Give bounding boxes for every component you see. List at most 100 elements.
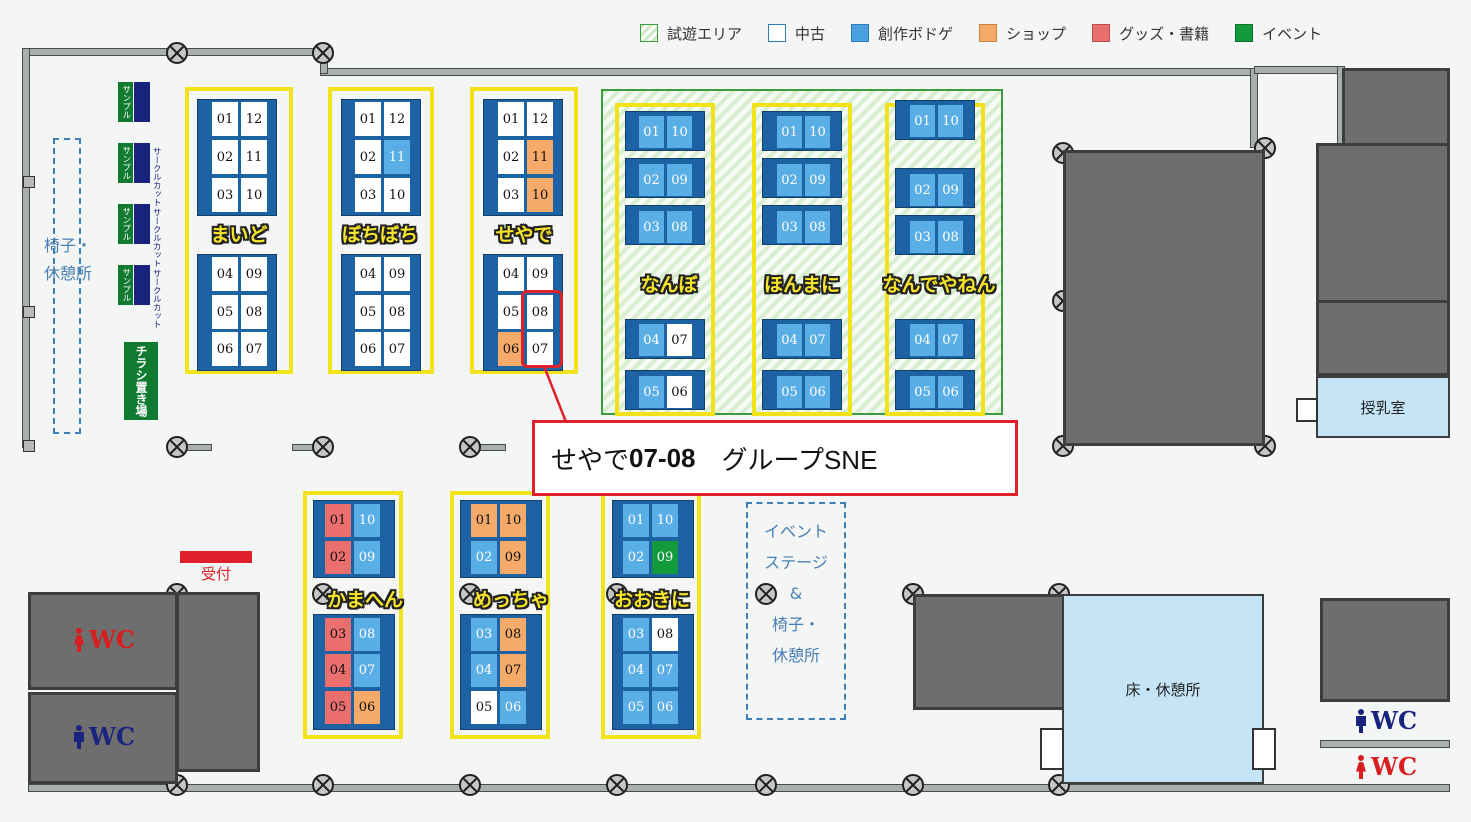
booth-ほんまに-07[interactable]: 07 [804, 323, 831, 357]
booth-ぼちぼち-09[interactable]: 09 [383, 256, 411, 292]
booth-なんぼ-08[interactable]: 08 [666, 210, 693, 244]
booth-おおきに-05[interactable]: 05 [622, 690, 650, 725]
booth-ぼちぼち-10[interactable]: 10 [383, 177, 411, 213]
booth-ほんまに-06[interactable]: 06 [804, 375, 831, 409]
booth-まいど-02[interactable]: 02 [211, 139, 239, 175]
booth-なんぼ-05[interactable]: 05 [638, 375, 665, 409]
booth-なんでやねん-10[interactable]: 10 [937, 104, 964, 138]
booth-せやで-08[interactable]: 08 [526, 294, 554, 330]
booth-まいど-12[interactable]: 12 [240, 101, 268, 137]
booth-せやで-03[interactable]: 03 [497, 177, 525, 213]
booth-まいど-09[interactable]: 09 [240, 256, 268, 292]
booth-ほんまに-10[interactable]: 10 [804, 115, 831, 149]
booth-せやで-12[interactable]: 12 [526, 101, 554, 137]
booth-めっちゃ-02[interactable]: 02 [470, 540, 498, 575]
booth-せやで-09[interactable]: 09 [526, 256, 554, 292]
booth-めっちゃ-07[interactable]: 07 [499, 653, 527, 688]
booth-せやで-11[interactable]: 11 [526, 139, 554, 175]
booth-めっちゃ-01[interactable]: 01 [470, 503, 498, 538]
booth-ほんまに-09[interactable]: 09 [804, 163, 831, 197]
booth-なんぼ-10[interactable]: 10 [666, 115, 693, 149]
booth-まいど-08[interactable]: 08 [240, 294, 268, 330]
booth-ぼちぼち-02[interactable]: 02 [354, 139, 382, 175]
booth-おおきに-09[interactable]: 09 [651, 540, 679, 575]
sample-table[interactable]: サンプル [118, 143, 133, 183]
booth-なんぼ-09[interactable]: 09 [666, 163, 693, 197]
booth-ほんまに-03[interactable]: 03 [776, 210, 803, 244]
booth-せやで-07[interactable]: 07 [526, 331, 554, 367]
booth-なんでやねん-04[interactable]: 04 [909, 323, 936, 357]
booth-ぼちぼち-04[interactable]: 04 [354, 256, 382, 292]
booth-めっちゃ-06[interactable]: 06 [499, 690, 527, 725]
booth-おおきに-06[interactable]: 06 [651, 690, 679, 725]
booth-まいど-07[interactable]: 07 [240, 331, 268, 367]
booth-かまへん-07[interactable]: 07 [353, 653, 381, 688]
booth-せやで-01[interactable]: 01 [497, 101, 525, 137]
booth-かまへん-06[interactable]: 06 [353, 690, 381, 725]
booth-まいど-05[interactable]: 05 [211, 294, 239, 330]
booth-せやで-10[interactable]: 10 [526, 177, 554, 213]
booth-かまへん-08[interactable]: 08 [353, 617, 381, 652]
booth-おおきに-02[interactable]: 02 [622, 540, 650, 575]
booth-ほんまに-02[interactable]: 02 [776, 163, 803, 197]
booth-なんぼ-01[interactable]: 01 [638, 115, 665, 149]
floor-rest-area[interactable]: 床・休憩所 [1062, 594, 1264, 784]
booth-ほんまに-01[interactable]: 01 [776, 115, 803, 149]
booth-まいど-01[interactable]: 01 [211, 101, 239, 137]
sample-table[interactable]: サンプル [118, 82, 133, 122]
booth-なんでやねん-08[interactable]: 08 [937, 220, 964, 254]
highlight-booth[interactable] [521, 290, 563, 368]
circle-cut-table[interactable] [134, 82, 150, 122]
booth-おおきに-03[interactable]: 03 [622, 617, 650, 652]
booth-なんぼ-07[interactable]: 07 [666, 323, 693, 357]
booth-なんでやねん-07[interactable]: 07 [937, 323, 964, 357]
booth-ぼちぼち-03[interactable]: 03 [354, 177, 382, 213]
booth-かまへん-02[interactable]: 02 [324, 540, 352, 575]
booth-めっちゃ-04[interactable]: 04 [470, 653, 498, 688]
booth-めっちゃ-08[interactable]: 08 [499, 617, 527, 652]
booth-まいど-04[interactable]: 04 [211, 256, 239, 292]
booth-ほんまに-08[interactable]: 08 [804, 210, 831, 244]
sample-table[interactable]: サンプル [118, 204, 133, 244]
booth-めっちゃ-09[interactable]: 09 [499, 540, 527, 575]
booth-まいど-10[interactable]: 10 [240, 177, 268, 213]
booth-めっちゃ-03[interactable]: 03 [470, 617, 498, 652]
booth-ぼちぼち-11[interactable]: 11 [383, 139, 411, 175]
booth-おおきに-10[interactable]: 10 [651, 503, 679, 538]
booth-ほんまに-05[interactable]: 05 [776, 375, 803, 409]
booth-ぼちぼち-07[interactable]: 07 [383, 331, 411, 367]
booth-かまへん-04[interactable]: 04 [324, 653, 352, 688]
booth-せやで-06[interactable]: 06 [497, 331, 525, 367]
booth-おおきに-07[interactable]: 07 [651, 653, 679, 688]
booth-なんでやねん-05[interactable]: 05 [909, 375, 936, 409]
booth-おおきに-04[interactable]: 04 [622, 653, 650, 688]
booth-せやで-02[interactable]: 02 [497, 139, 525, 175]
circle-cut-table[interactable] [134, 265, 150, 305]
booth-なんでやねん-01[interactable]: 01 [909, 104, 936, 138]
booth-ほんまに-04[interactable]: 04 [776, 323, 803, 357]
booth-callout[interactable]: せやで 07-08 グループSNE [532, 420, 1018, 496]
booth-ぼちぼち-05[interactable]: 05 [354, 294, 382, 330]
booth-なんでやねん-09[interactable]: 09 [937, 173, 964, 207]
booth-なんぼ-02[interactable]: 02 [638, 163, 665, 197]
booth-なんでやねん-02[interactable]: 02 [909, 173, 936, 207]
booth-まいど-06[interactable]: 06 [211, 331, 239, 367]
booth-せやで-05[interactable]: 05 [497, 294, 525, 330]
booth-かまへん-05[interactable]: 05 [324, 690, 352, 725]
booth-めっちゃ-10[interactable]: 10 [499, 503, 527, 538]
sample-table[interactable]: サンプル [118, 265, 133, 305]
booth-ぼちぼち-01[interactable]: 01 [354, 101, 382, 137]
booth-なんぼ-04[interactable]: 04 [638, 323, 665, 357]
booth-おおきに-01[interactable]: 01 [622, 503, 650, 538]
booth-まいど-03[interactable]: 03 [211, 177, 239, 213]
booth-なんでやねん-06[interactable]: 06 [937, 375, 964, 409]
booth-なんでやねん-03[interactable]: 03 [909, 220, 936, 254]
booth-ぼちぼち-06[interactable]: 06 [354, 331, 382, 367]
booth-ぼちぼち-12[interactable]: 12 [383, 101, 411, 137]
circle-cut-table[interactable] [134, 143, 150, 183]
booth-まいど-11[interactable]: 11 [240, 139, 268, 175]
nursing-room[interactable]: 授乳室 [1316, 376, 1450, 438]
booth-かまへん-03[interactable]: 03 [324, 617, 352, 652]
booth-なんぼ-03[interactable]: 03 [638, 210, 665, 244]
booth-かまへん-10[interactable]: 10 [353, 503, 381, 538]
